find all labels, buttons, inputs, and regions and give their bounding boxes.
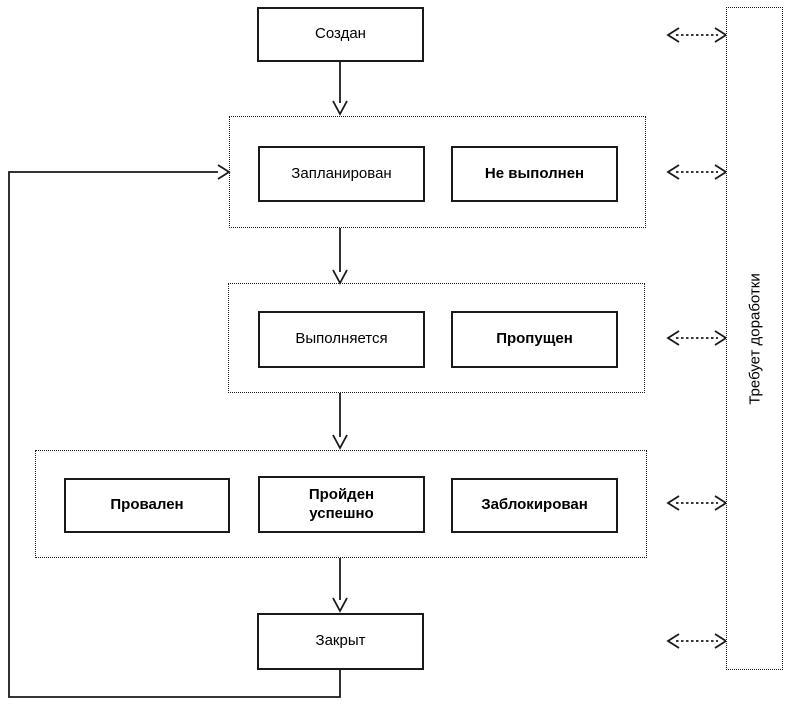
state-label-executing: Выполняется: [295, 330, 388, 348]
group-result-row: Провален Пройден успешно Заблокирован: [35, 450, 647, 558]
group-planned-row: Запланирован Не выполнен: [229, 116, 646, 228]
arrow-executing-to-result: [332, 393, 348, 450]
arrow-executing-rework: [666, 330, 728, 346]
state-box-passed: Пройден успешно: [258, 476, 425, 533]
state-box-blocked: Заблокирован: [451, 478, 618, 533]
arrow-planned-to-executing: [332, 228, 348, 285]
state-label-skipped: Пропущен: [496, 330, 573, 348]
state-box-planned: Запланирован: [258, 146, 425, 202]
group-executing-row: Выполняется Пропущен: [228, 283, 645, 393]
state-label-failed: Провален: [110, 496, 184, 514]
state-box-closed: Закрыт: [257, 613, 424, 670]
arrow-closed-rework: [666, 633, 728, 649]
rework-panel: Требует доработки: [726, 7, 783, 670]
state-label-not-executed: Не выполнен: [484, 164, 585, 182]
rework-panel-label: Требует доработки: [746, 272, 763, 405]
state-box-executing: Выполняется: [258, 311, 425, 368]
arrow-created-rework: [666, 27, 728, 43]
state-label-planned: Запланирован: [291, 164, 392, 182]
state-box-not-executed: Не выполнен: [451, 146, 618, 202]
state-label-created: Создан: [315, 25, 366, 43]
state-box-failed: Провален: [64, 478, 230, 533]
arrow-created-to-planned: [332, 62, 348, 116]
arrow-planned-rework: [666, 164, 728, 180]
arrow-result-rework: [666, 495, 728, 511]
state-label-closed: Закрыт: [315, 632, 366, 650]
arrow-result-to-closed: [332, 558, 348, 613]
state-box-skipped: Пропущен: [451, 311, 618, 368]
state-label-passed: Пройден успешно: [308, 485, 375, 522]
state-label-blocked: Заблокирован: [481, 496, 588, 514]
state-box-created: Создан: [257, 7, 424, 62]
